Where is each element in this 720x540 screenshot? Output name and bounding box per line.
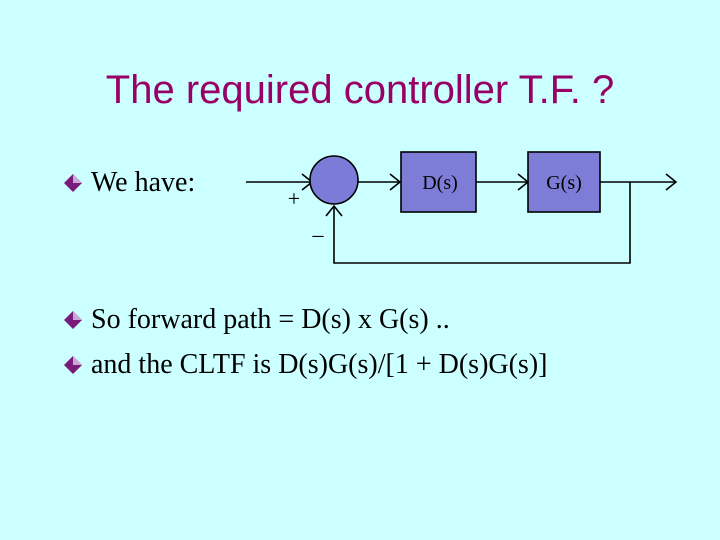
controller-block-label: D(s) (422, 172, 458, 194)
bullet-text: So forward path = D(s) x G(s) .. (91, 304, 450, 335)
feedback-line (333, 182, 631, 264)
plus-sign: + (288, 186, 300, 211)
slide-title: The required controller T.F. ? (105, 68, 615, 112)
plant-block-label: G(s) (546, 172, 582, 194)
bullet-text: and the CLTF is D(s)G(s)/[1 + D(s)G(s)] (91, 349, 548, 380)
diamond-bullet-icon (64, 174, 82, 192)
controller-block (400, 151, 477, 213)
summing-junction (309, 155, 359, 205)
feedback-arrowhead (325, 204, 343, 217)
diamond-bullet-icon (64, 311, 82, 329)
plant-block (527, 151, 601, 213)
bullet-cltf: and the CLTF is D(s)G(s)/[1 + D(s)G(s)] (63, 348, 547, 382)
bullet-text: We have: (91, 167, 196, 198)
bullet-we-have: We have: (63, 166, 195, 200)
output-arrowhead (665, 173, 678, 191)
junction-to-d-arrowhead (389, 173, 402, 191)
minus-sign: _ (312, 214, 325, 239)
diamond-bullet-icon (64, 356, 82, 374)
bullet-forward-path: So forward path = D(s) x G(s) .. (63, 303, 450, 337)
